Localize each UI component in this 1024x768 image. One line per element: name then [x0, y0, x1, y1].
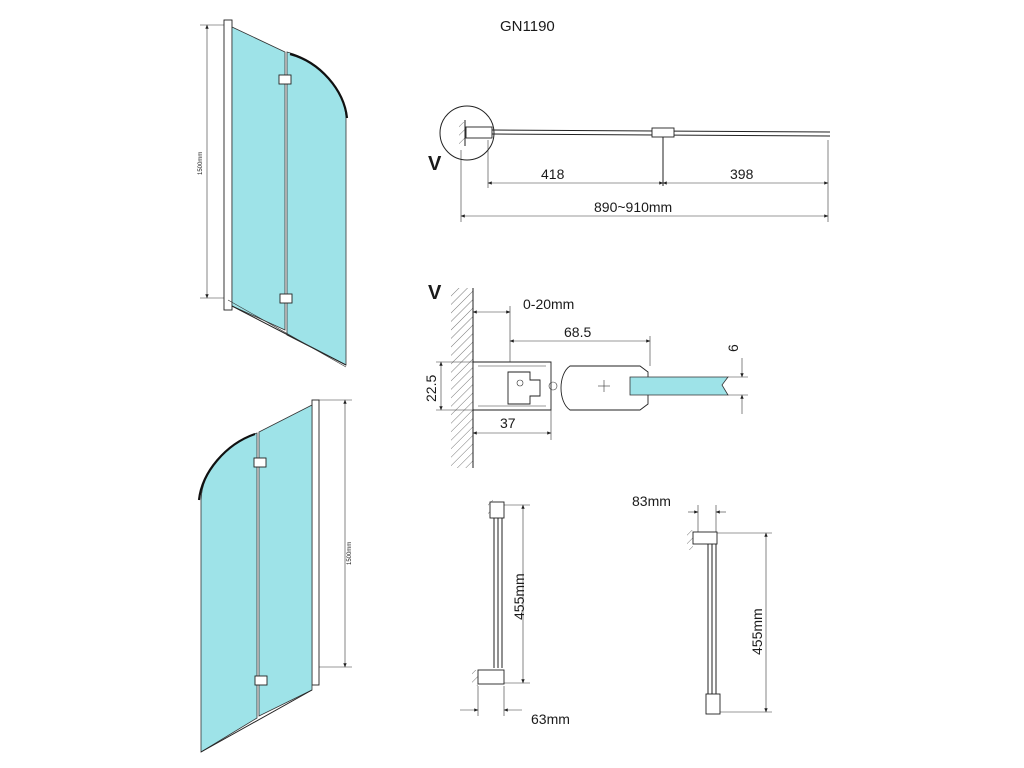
plan-view: V 418 398 890~910mm: [428, 105, 831, 222]
curve-edge: [289, 52, 349, 119]
drawing-title: GN1190: [500, 18, 555, 35]
dim-width: 68.5: [564, 324, 591, 340]
plan-hinge: [651, 127, 675, 138]
height-label-bottom: 1500mm: [347, 542, 353, 565]
hinge: [279, 293, 293, 304]
dim-adjust: 0-20mm: [523, 296, 574, 312]
bottom-seal: [227, 299, 347, 368]
dim-right: 398: [730, 166, 754, 182]
section-marker-detail: V: [428, 282, 442, 304]
channel-inner: [478, 365, 546, 407]
wall-profile: [223, 19, 233, 311]
fold-right-offset: 83mm: [632, 493, 671, 509]
dim-height: 22.5: [423, 375, 439, 402]
section-marker-plan: V: [428, 153, 442, 175]
glass-panel-curved: [286, 51, 347, 366]
glass-panel-fixed: [258, 404, 313, 717]
hinge: [254, 675, 268, 686]
hinge: [278, 74, 292, 85]
hinge: [253, 457, 267, 468]
fold-left-length: 455mm: [511, 573, 527, 620]
wall-hatch: [472, 670, 478, 686]
wall-hatch-detail: [451, 288, 473, 468]
dim-depth: 37: [500, 415, 516, 431]
top-fixing: [489, 501, 505, 519]
glass-panel-fixed: [231, 26, 286, 331]
curve-edge: [197, 432, 256, 501]
wall-profile: [311, 399, 320, 686]
elevation-top: 1500mm: [198, 19, 349, 368]
glass-section: [629, 376, 729, 396]
dim-glass: 6: [725, 344, 741, 352]
plan-profile: [465, 126, 493, 139]
fold-left-offset: 63mm: [531, 711, 570, 727]
channel-insert: [507, 371, 541, 405]
fold-right-length: 455mm: [749, 608, 765, 655]
section-detail: V 0-20mm 68.5 6 22.5 37: [423, 282, 748, 468]
bottom-edge: [200, 689, 313, 753]
top-fixing: [692, 531, 718, 545]
bottom-edge: [231, 305, 347, 366]
folded-view-left: 455mm 63mm: [460, 498, 570, 727]
dim-total: 890~910mm: [594, 199, 672, 215]
detail-circle: [439, 105, 495, 161]
glass-panel-curved: [200, 432, 258, 753]
screw-hole: [516, 379, 524, 387]
wall-hatch: [459, 122, 465, 144]
elevation-bottom: 1500mm: [197, 399, 353, 753]
wall-hatch: [687, 530, 693, 550]
folded-view-right: 83mm 455mm: [632, 493, 772, 715]
screw-hole: [548, 381, 558, 391]
bottom-fixing: [705, 693, 721, 715]
bottom-fixing: [477, 669, 505, 685]
height-label-top: 1500mm: [198, 152, 204, 175]
dim-left: 418: [541, 166, 565, 182]
